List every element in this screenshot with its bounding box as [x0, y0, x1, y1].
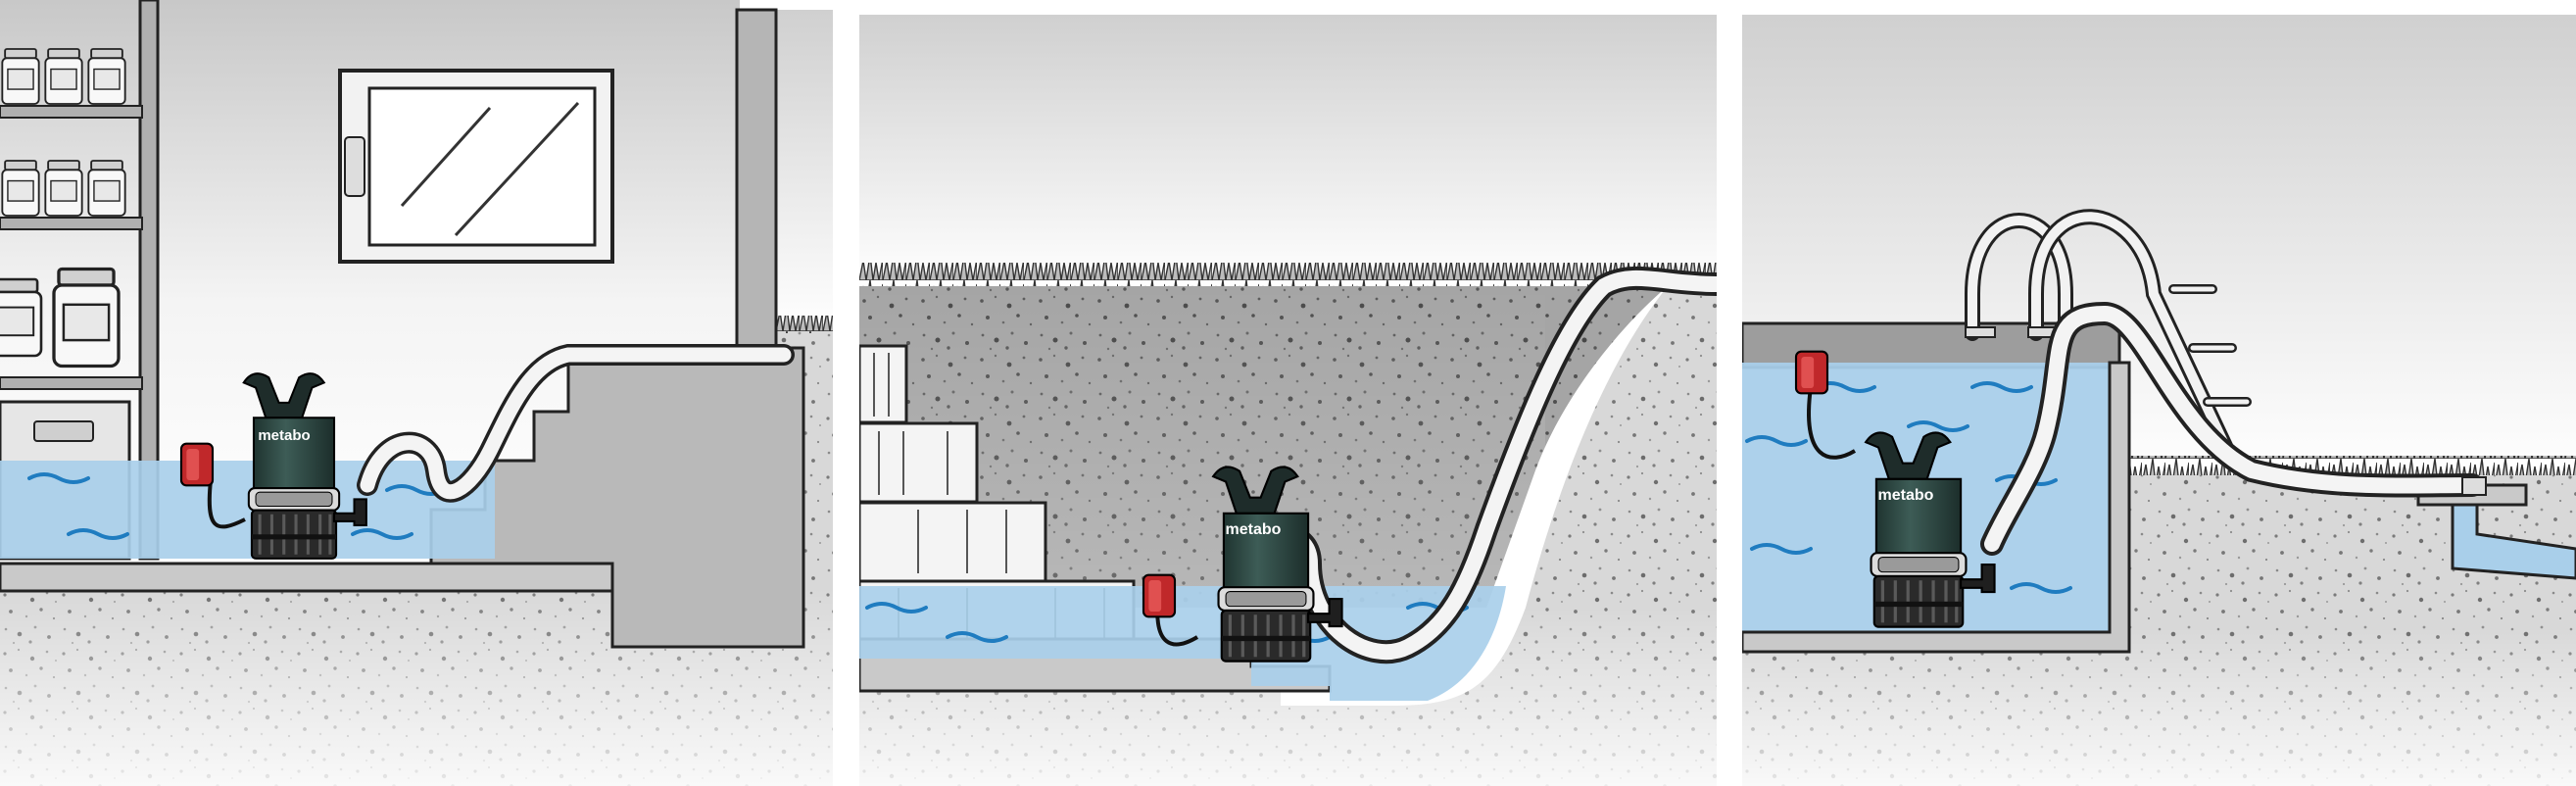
float-switch	[1794, 350, 1829, 395]
pump-logo: metabo	[1878, 487, 1934, 504]
float-switch	[179, 442, 215, 487]
pump-logo: metabo	[258, 427, 310, 444]
scene-swimming-pool: metabo	[1742, 0, 2576, 786]
scene-basement: metabo	[0, 0, 833, 786]
scene-garden-pit: metabo	[859, 0, 1717, 786]
flood-water	[0, 461, 495, 559]
pump-logo: metabo	[1226, 521, 1282, 538]
pool-ladder	[1965, 209, 2252, 468]
basement-window	[338, 69, 614, 264]
float-switch	[1142, 573, 1177, 618]
